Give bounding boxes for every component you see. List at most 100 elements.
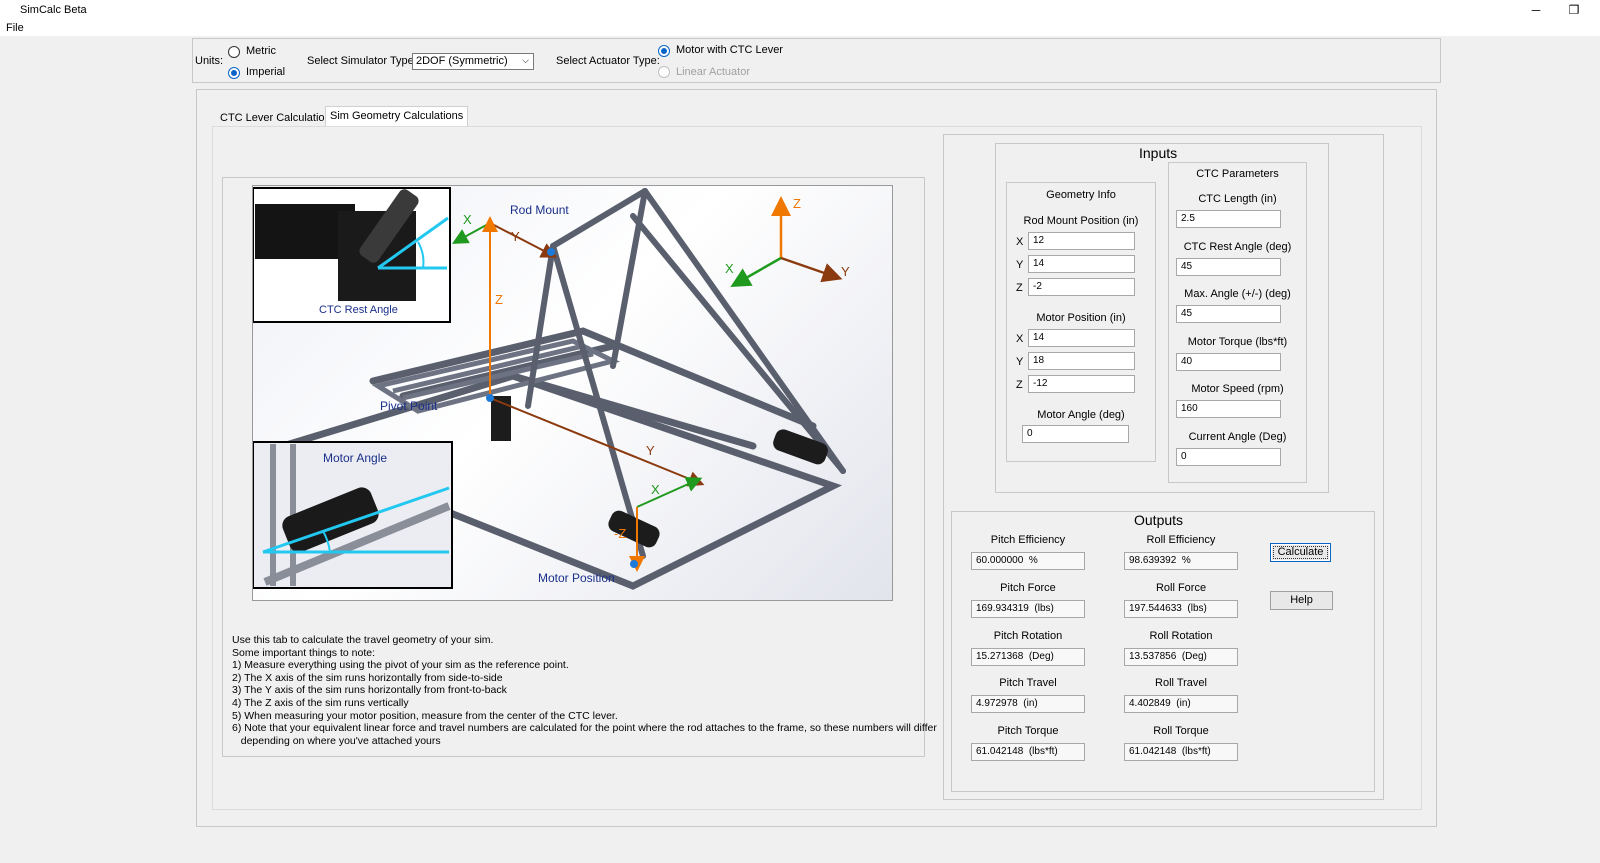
inputs-title: Inputs [1139,145,1178,161]
motor-pos-z-label: Z [1016,379,1023,391]
units-metric-label: Metric [246,45,276,57]
pitch-force-label: Pitch Force [1000,582,1056,594]
tab-ctc-lever-calculations[interactable]: CTC Lever Calculations [220,112,337,124]
motor-pos-y-label: Y [1016,356,1024,368]
roll-torque-label: Roll Torque [1153,725,1209,737]
units-imperial-label: Imperial [246,66,286,78]
motor-pos-y-input[interactable]: 18 [1028,352,1135,370]
motor-pos-z-input[interactable]: -12 [1028,375,1135,393]
rod-mount-x-label: X [1016,236,1024,248]
note-line: 2) The X axis of the sim runs horizontal… [232,671,503,684]
simulator-type-select[interactable]: 2DOF (Symmetric) ⌵ [412,53,534,70]
simulator-type-value: 2DOF (Symmetric) [416,55,508,67]
roll-rotation-label: Roll Rotation [1149,630,1213,642]
pitch-torque-label: Pitch Torque [997,725,1059,737]
roll-rotation-output: 13.537856 (Deg) [1124,648,1238,666]
max-angle-input[interactable]: 45 [1176,305,1281,323]
pitch-torque-output: 61.042148 (lbs*ft) [971,743,1085,761]
chevron-down-icon: ⌵ [522,55,529,65]
pitch-travel-output: 4.972978 (in) [971,695,1085,713]
note-line: 5) When measuring your motor position, m… [232,709,618,722]
actuator-linear-label: Linear Actuator [676,66,750,78]
roll-force-output: 197.544633 (lbs) [1124,600,1238,618]
minimize-button[interactable]: ─ [1531,3,1541,17]
outputs-group [951,511,1375,792]
rod-mount-z-input[interactable]: -2 [1028,278,1135,296]
pitch-rotation-output: 15.271368 (Deg) [971,648,1085,666]
units-imperial-radio[interactable] [228,67,240,79]
pivot-point-label: Pivot Point [380,399,438,413]
rod-mount-z-label: Z [1016,282,1023,294]
axis-z-label-ref: Z [793,196,801,211]
motor-angle-input[interactable]: 0 [1022,425,1129,443]
rod-mount-y-label: Y [1016,259,1024,271]
calculate-button[interactable]: Calculate [1270,543,1331,562]
roll-efficiency-label: Roll Efficiency [1146,534,1216,546]
note-line: Some important things to note: [232,646,375,659]
outputs-title: Outputs [1134,512,1184,528]
rod-mount-y-input[interactable]: 14 [1028,255,1135,273]
main-panel [196,89,1437,827]
ctc-length-input[interactable]: 2.5 [1176,210,1281,228]
axis-x-label-ref: X [725,261,734,276]
geometry-info-title: Geometry Info [1046,189,1116,201]
motor-speed-label: Motor Speed (rpm) [1191,383,1284,395]
pitch-travel-label: Pitch Travel [999,677,1057,689]
actuator-motor-ctc-label: Motor with CTC Lever [676,44,783,56]
axis-x-label-motor: X [651,482,660,497]
window-title: SimCalc Beta [20,4,87,16]
ctc-rest-angle-inset [253,187,451,323]
title-bar: SimCalc Beta ─ ❐ [0,0,1600,20]
axis-neg-z-label-motor: -Z [614,526,627,541]
motor-pos-x-input[interactable]: 14 [1028,329,1135,347]
rod-mount-position-label: Rod Mount Position (in) [1023,215,1139,227]
sim-geometry-diagram: CTC Rest Angle Rod Mount Pivot Point Mot… [252,185,893,601]
pitch-efficiency-output: 60.000000 % [971,552,1085,570]
note-line: 3) The Y axis of the sim runs horizontal… [232,684,507,697]
sim-frame-illustration [253,187,846,590]
units-label: Units: [195,55,224,67]
menu-file[interactable]: File [6,22,24,34]
motor-angle-inset [253,441,453,589]
current-angle-input[interactable]: 0 [1176,448,1281,466]
max-angle-label: Max. Angle (+/-) (deg) [1184,288,1291,300]
axis-y-label-rod: Y [511,229,520,244]
options-bar: Units: Metric Imperial Select Simulator … [192,38,1441,83]
roll-torque-output: 61.042148 (lbs*ft) [1124,743,1238,761]
instructions-notes: Use this tab to calculate the travel geo… [232,634,937,747]
restore-button[interactable]: ❐ [1568,3,1580,17]
help-button[interactable]: Help [1270,591,1333,610]
motor-speed-input[interactable]: 160 [1176,400,1281,418]
calc-pane [943,134,1384,800]
ctc-rest-angle-label: CTC Rest Angle [319,304,398,316]
note-line: 1) Measure everything using the pivot of… [232,659,569,672]
roll-force-label: Roll Force [1155,582,1207,594]
motor-angle-input-label: Motor Angle (deg) [1037,409,1125,421]
roll-travel-output: 4.402849 (in) [1124,695,1238,713]
rod-mount-x-input[interactable]: 12 [1028,232,1135,250]
axis-z-label-rod: Z [495,292,503,307]
motor-position-label: Motor Position [538,571,615,585]
axis-y-label-ref: Y [841,264,850,279]
axis-y-label-pivot: Y [646,443,655,458]
tab-sim-geometry-calculations[interactable]: Sim Geometry Calculations [325,106,469,126]
actuator-motor-ctc-radio[interactable] [658,45,670,57]
note-line: 4) The Z axis of the sim runs vertically [232,696,409,709]
menu-bar: File [0,20,1600,36]
rod-mount-label: Rod Mount [510,203,569,217]
axis-x-label-rod: X [463,212,472,227]
note-line: Use this tab to calculate the travel geo… [232,634,494,646]
diagram-pane [222,177,925,757]
motor-torque-input[interactable]: 40 [1176,353,1281,371]
actuator-type-label: Select Actuator Type: [556,55,660,67]
motor-pos-x-label: X [1016,333,1024,345]
ctc-rest-angle-input[interactable]: 45 [1176,258,1281,276]
inputs-group [995,143,1329,493]
pitch-rotation-label: Pitch Rotation [993,630,1063,642]
roll-travel-label: Roll Travel [1155,677,1207,689]
motor-position-input-label: Motor Position (in) [1036,312,1126,324]
units-metric-radio[interactable] [228,46,240,58]
actuator-linear-radio[interactable] [658,66,670,78]
motor-angle-label: Motor Angle [323,451,388,465]
ctc-rest-angle-input-label: CTC Rest Angle (deg) [1183,241,1292,253]
